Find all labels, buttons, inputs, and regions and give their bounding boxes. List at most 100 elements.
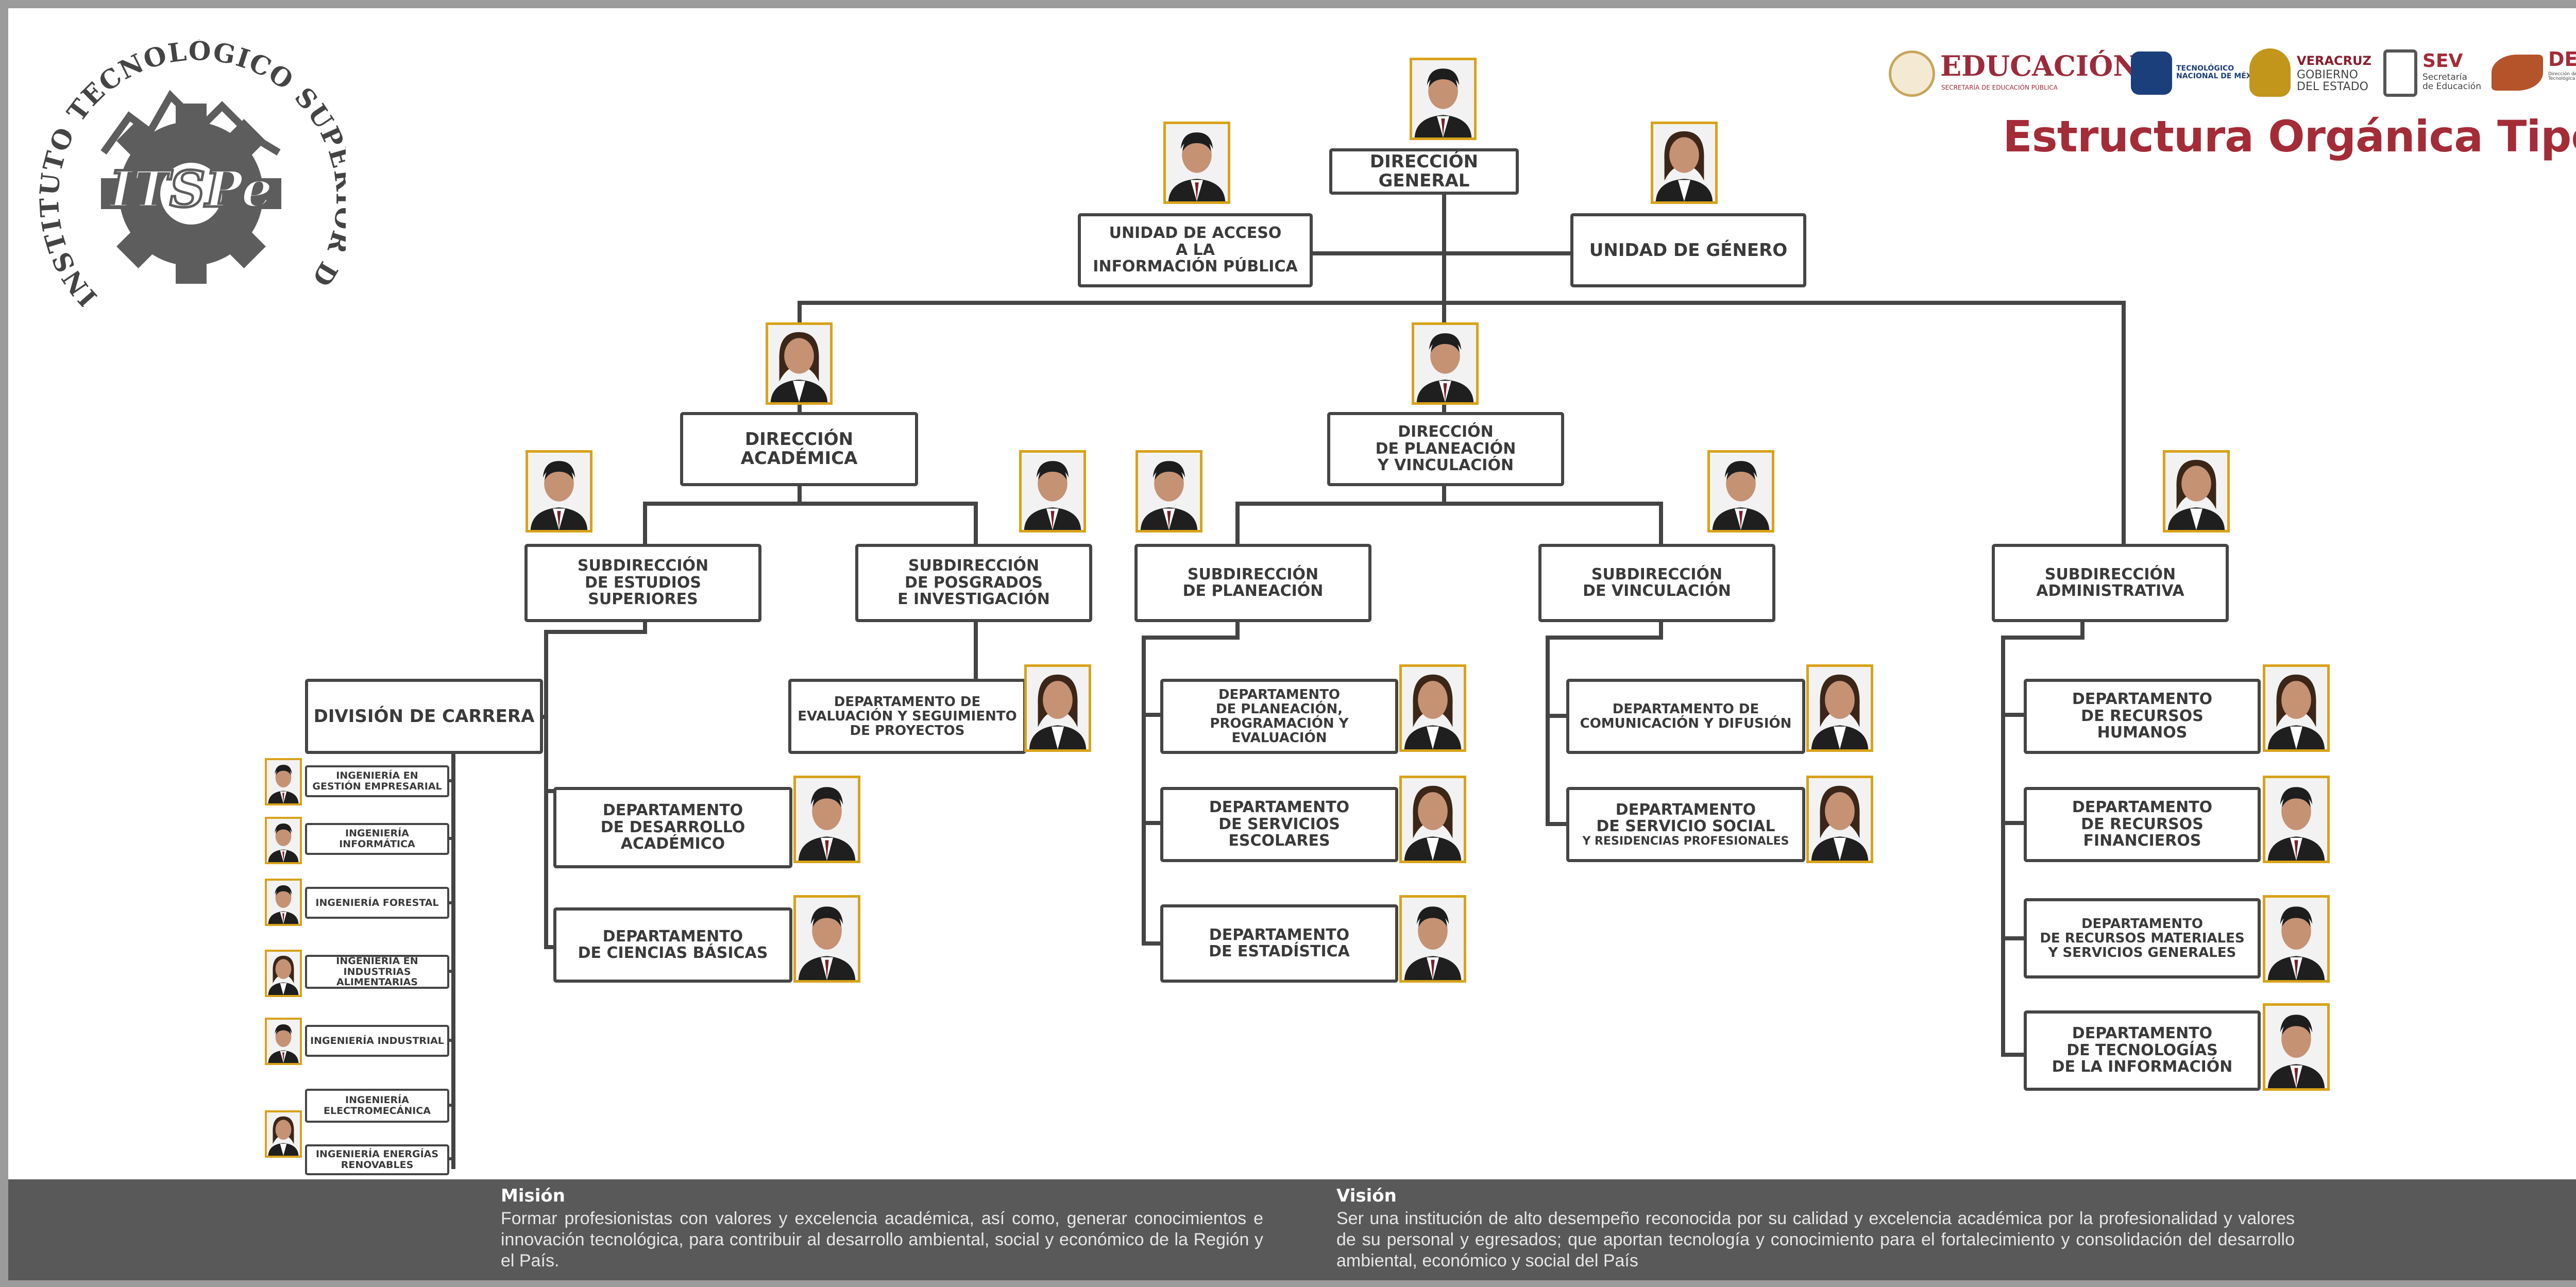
connector-line bbox=[1546, 636, 1663, 640]
educacion-logo-subtext: SECRETARÍA DE EDUCACIÓN PÚBLICA bbox=[1941, 84, 2058, 91]
photo-carrera-forestal bbox=[265, 879, 302, 926]
box-depto-recursos-financieros: DEPARTAMENTO DE RECURSOS FINANCIEROS bbox=[2024, 787, 2261, 862]
footer-mision-vision: Misión Formar profesionistas con valores… bbox=[8, 1179, 2576, 1280]
box-carrera-forestal: INGENIERÍA FORESTAL bbox=[305, 887, 449, 919]
connector-line bbox=[1312, 251, 1580, 255]
photo-sub-planeacion bbox=[1136, 450, 1202, 533]
box-depto-comunicacion-difusion: DEPARTAMENTO DE COMUNICACIÓN Y DIFUSIÓN bbox=[1566, 679, 1805, 754]
connector-line bbox=[974, 621, 978, 683]
connector-line bbox=[1235, 502, 1240, 551]
connector-line bbox=[2122, 301, 2126, 550]
tecnm-logo bbox=[2131, 52, 2172, 95]
box-depto-ciencias-basicas: DEPARTAMENTO DE CIENCIAS BÁSICAS bbox=[553, 907, 792, 983]
connector-line bbox=[1142, 713, 1168, 717]
box-depto-desarrollo-academico: DEPARTAMENTO DE DESARROLLO ACADÉMICO bbox=[553, 787, 792, 868]
photo-depto-comunicacion bbox=[1806, 664, 1873, 752]
photo-carrera-industrial bbox=[265, 1018, 302, 1065]
box-carrera-energias-renovables: INGENIERÍA ENERGÍAS RENOVABLES bbox=[305, 1144, 449, 1175]
photo-carrera-renovables bbox=[265, 1110, 302, 1158]
mision-title: Misión bbox=[501, 1186, 565, 1206]
photo-depto-planeacion bbox=[1399, 664, 1466, 752]
connector-line bbox=[1142, 941, 1168, 946]
connector-line bbox=[2001, 821, 2033, 825]
photo-depto-estadistica bbox=[1399, 895, 1466, 983]
box-subdireccion-posgrados: SUBDIRECCIÓN DE POSGRADOS E INVESTIGACIÓ… bbox=[855, 544, 1092, 622]
connector-line bbox=[451, 753, 455, 1169]
box-direccion-planeacion-vinculacion: DIRECCIÓN DE PLANEACIÓN Y VINCULACIÓN bbox=[1327, 412, 1564, 486]
connector-line bbox=[643, 502, 647, 551]
photo-carrera-gestion bbox=[265, 758, 302, 805]
det-logo bbox=[2492, 55, 2543, 91]
box-depto-tecnologias-informacion: DEPARTAMENTO DE TECNOLOGÍAS DE LA INFORM… bbox=[2024, 1010, 2261, 1091]
connector-line bbox=[1546, 822, 1572, 826]
connector-line bbox=[2080, 620, 2084, 640]
box-depto-recursos-humanos: DEPARTAMENTO DE RECURSOS HUMANOS bbox=[2024, 679, 2261, 754]
det-logo-subtext: Dirección de Educación Tecnológica de Ve… bbox=[2548, 72, 2576, 82]
box-subdireccion-administrativa: SUBDIRECCIÓN ADMINISTRATIVA bbox=[1992, 544, 2229, 622]
connector-line bbox=[445, 1157, 455, 1160]
connector-line bbox=[2001, 1053, 2033, 1057]
photo-direccion-planeacion bbox=[1412, 322, 1479, 405]
photo-unidad-genero bbox=[1651, 122, 1718, 204]
box-unidad-genero: UNIDAD DE GÉNERO bbox=[1570, 213, 1806, 287]
connector-line bbox=[1142, 821, 1168, 825]
box-depto-servicios-escolares: DEPARTAMENTO DE SERVICIOS ESCOLARES bbox=[1160, 787, 1398, 862]
box-depto-estadistica: DEPARTAMENTO DE ESTADÍSTICA bbox=[1160, 904, 1398, 983]
connector-line bbox=[798, 301, 2126, 305]
box-carrera-industrias-alimentarias: INGENIERÍA EN INDUSTRIAS ALIMENTARIAS bbox=[305, 955, 449, 989]
veracruz-logo-text: VERACRUZ bbox=[2297, 54, 2372, 68]
photo-depto-ti bbox=[2263, 1003, 2330, 1091]
connector-line bbox=[1546, 714, 1572, 718]
connector-line bbox=[1659, 502, 1663, 551]
connector-line bbox=[1659, 621, 1663, 640]
photo-carrera-informatica bbox=[265, 817, 302, 864]
sev-logo-text: SEV bbox=[2422, 50, 2463, 72]
connector-line bbox=[798, 485, 802, 506]
box-depto-servicio-social-subtitle: Y RESIDENCIAS PROFESIONALES bbox=[1582, 834, 1789, 848]
box-depto-servicio-social-title: DEPARTAMENTO DE SERVICIO SOCIAL bbox=[1596, 800, 1775, 836]
veracruz-logo bbox=[2249, 48, 2291, 97]
photo-sub-estudios bbox=[526, 450, 592, 533]
box-unidad-acceso-informacion: UNIDAD DE ACCESO A LA INFORMACIÓN PÚBLIC… bbox=[1078, 213, 1313, 287]
photo-depto-ciencias bbox=[793, 895, 860, 983]
sev-logo-subtext: Secretaría de Educación bbox=[2422, 72, 2481, 92]
vision-title: Visión bbox=[1336, 1186, 1397, 1206]
connector-line bbox=[445, 901, 455, 904]
photo-depto-desarrollo bbox=[793, 776, 860, 863]
photo-direccion-academica bbox=[766, 322, 833, 405]
connector-line bbox=[1442, 485, 1446, 506]
photo-depto-rh bbox=[2263, 664, 2330, 752]
connector-line bbox=[643, 502, 978, 506]
connector-line bbox=[2001, 936, 2033, 940]
photo-depto-rm bbox=[2263, 895, 2330, 983]
connector-line bbox=[445, 837, 455, 840]
box-depto-evaluacion-proyectos: DEPARTAMENTO DE EVALUACIÓN Y SEGUIMIENTO… bbox=[788, 679, 1026, 754]
box-division-carrera: DIVISIÓN DE CARRERA bbox=[305, 679, 543, 754]
connector-line bbox=[445, 1039, 455, 1042]
org-chart-canvas: INSTITUTO TECNOLÓGICO SUPERIOR DE PEROTE… bbox=[8, 8, 2576, 1280]
box-carrera-electromecanica: INGENIERÍA ELECTROMECÁNICA bbox=[305, 1089, 449, 1123]
institution-seal: INSTITUTO TECNOLÓGICO SUPERIOR DE PEROTE… bbox=[25, 15, 360, 313]
connector-line bbox=[1235, 621, 1240, 640]
box-carrera-industrial: INGENIERÍA INDUSTRIAL bbox=[305, 1025, 449, 1057]
det-logo-text: DET bbox=[2548, 48, 2576, 71]
photo-depto-rf bbox=[2263, 776, 2330, 863]
photo-direccion-general bbox=[1410, 58, 1477, 140]
box-carrera-informatica: INGENIERÍA INFORMÁTICA bbox=[305, 823, 449, 855]
connector-line bbox=[1142, 636, 1146, 946]
box-depto-recursos-materiales: DEPARTAMENTO DE RECURSOS MATERIALES Y SE… bbox=[2024, 898, 2261, 979]
box-carrera-gestion-empresarial: INGENIERÍA EN GESTIÓN EMPRESARIAL bbox=[305, 765, 449, 797]
educacion-logo-text: EDUCACIÓN bbox=[1940, 49, 2139, 82]
box-subdireccion-estudios-superiores: SUBDIRECCIÓN DE ESTUDIOS SUPERIORES bbox=[524, 544, 761, 622]
connector-line bbox=[2001, 636, 2084, 640]
connector-line bbox=[1142, 636, 1240, 640]
connector-line bbox=[1235, 502, 1663, 506]
partner-logos: EDUCACIÓN SECRETARÍA DE EDUCACIÓN PÚBLIC… bbox=[1873, 44, 2576, 101]
box-depto-planeacion-programacion: DEPARTAMENTO DE PLANEACIÓN, PROGRAMACIÓN… bbox=[1160, 679, 1398, 754]
box-subdireccion-vinculacion: SUBDIRECCIÓN DE VINCULACIÓN bbox=[1538, 544, 1775, 622]
connector-line bbox=[974, 502, 978, 551]
box-direccion-academica: DIRECCIÓN ACADÉMICA bbox=[680, 412, 918, 486]
box-subdireccion-planeacion: SUBDIRECCIÓN DE PLANEACIÓN bbox=[1134, 544, 1371, 622]
vision-text: Ser una institución de alto desempeño re… bbox=[1336, 1209, 2295, 1271]
connector-line bbox=[445, 779, 455, 782]
